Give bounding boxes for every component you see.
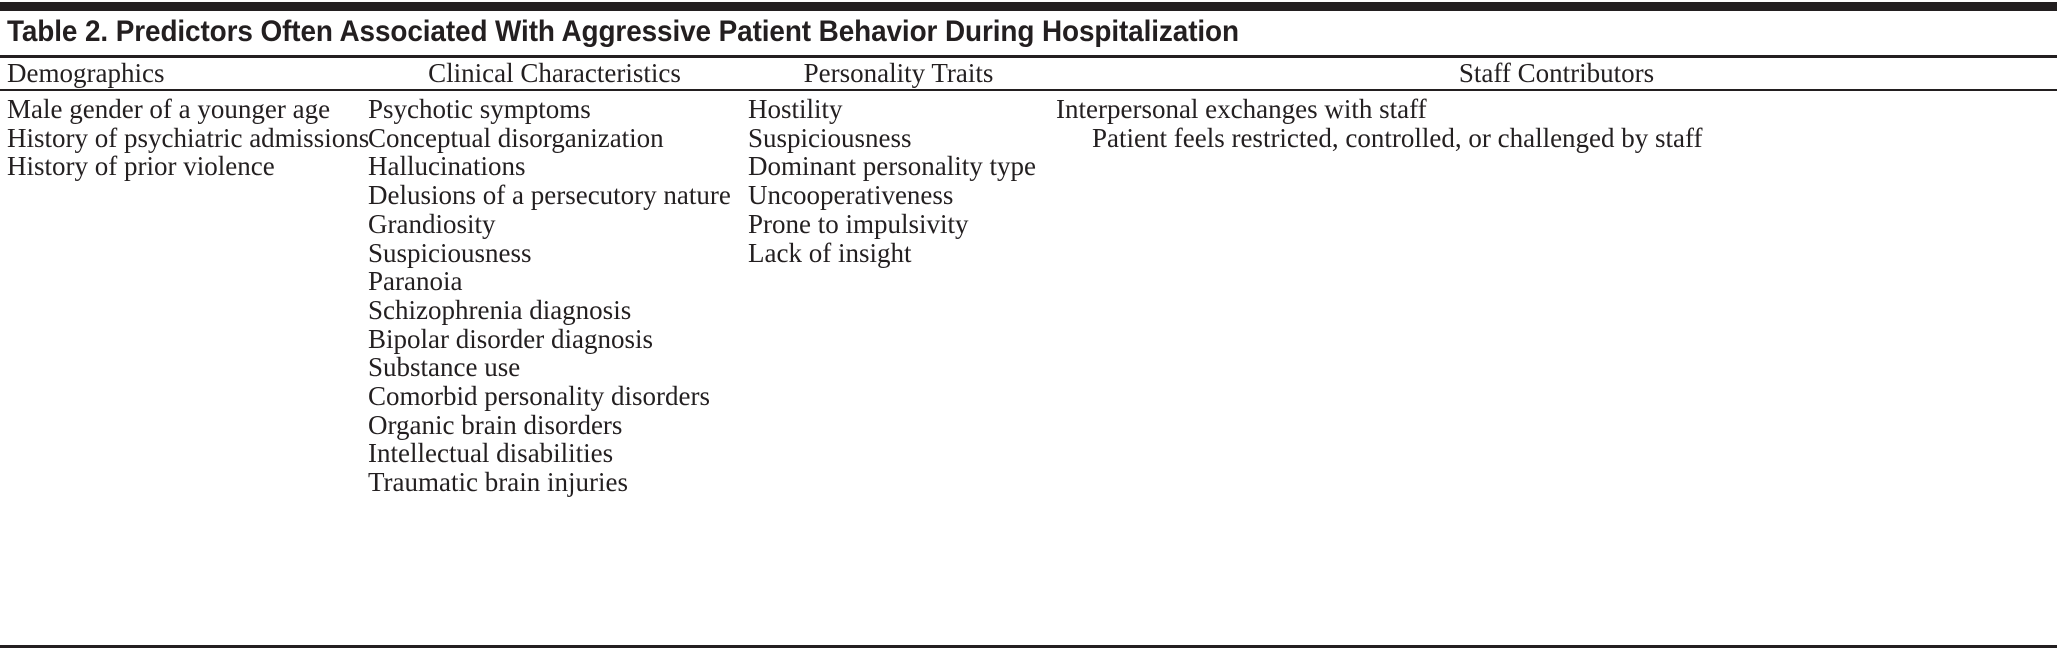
table-cell: Prone to impulsivity <box>748 208 969 239</box>
table-cell: Hallucinations <box>368 151 526 182</box>
table-cell: Psychotic symptoms <box>368 94 591 124</box>
table-top-rule <box>0 2 2057 11</box>
table-cell: Paranoia <box>368 266 463 297</box>
table-cell: Comorbid personality disorders <box>368 381 710 412</box>
table-header-row: Demographics Clinical Characteristics Pe… <box>0 58 2057 89</box>
table-cell: Uncooperativeness <box>748 180 954 211</box>
table-cell: Intellectual disabilities <box>368 438 614 469</box>
table-cell: Hostility <box>748 94 843 124</box>
column-header-staff-contributors: Staff Contributors <box>1458 58 1655 88</box>
table-title: Table 2. Predictors Often Associated Wit… <box>7 15 1239 48</box>
column-body-clinical-characteristics: Psychotic symptoms Conceptual disorganiz… <box>368 91 741 497</box>
table-cell: Suspiciousness <box>368 237 532 268</box>
table-cell: Patient feels restricted, controlled, or… <box>1092 122 1703 153</box>
table-cell: Lack of insight <box>748 237 912 268</box>
column-header-personality-traits: Personality Traits <box>803 58 994 88</box>
column-body-staff-contributors: Interpersonal exchanges with staff Patie… <box>1056 91 2051 152</box>
table-cell: Grandiosity <box>368 208 496 239</box>
column-body-personality-traits: Hostility Suspiciousness Dominant person… <box>748 91 1053 267</box>
table-cell: Delusions of a persecutory nature <box>368 180 731 211</box>
table-body: Male gender of a younger age History of … <box>0 91 2057 645</box>
table-bottom-rule <box>0 645 2057 648</box>
table-cell: Substance use <box>368 352 521 383</box>
table-cell: Interpersonal exchanges with staff <box>1056 94 1427 124</box>
title-divider-rule <box>0 55 2057 58</box>
table-cell: Bipolar disorder diagnosis <box>368 323 653 354</box>
table-cell: Organic brain disorders <box>368 409 623 440</box>
header-divider-rule <box>0 89 2057 91</box>
table-cell: Conceptual disorganization <box>368 122 664 153</box>
table-cell: Traumatic brain injuries <box>368 467 628 498</box>
column-header-demographics: Demographics <box>7 58 165 88</box>
table-cell: Dominant personality type <box>748 151 1036 182</box>
table-cell: Male gender of a younger age <box>7 94 331 124</box>
table-cell: History of prior violence <box>7 151 275 182</box>
table-cell: Suspiciousness <box>748 122 912 153</box>
table-cell: Schizophrenia diagnosis <box>368 294 632 325</box>
column-body-demographics: Male gender of a younger age History of … <box>7 91 370 182</box>
column-header-clinical-characteristics: Clinical Characteristics <box>428 58 681 88</box>
table-cell: History of psychiatric admissions <box>7 122 370 153</box>
